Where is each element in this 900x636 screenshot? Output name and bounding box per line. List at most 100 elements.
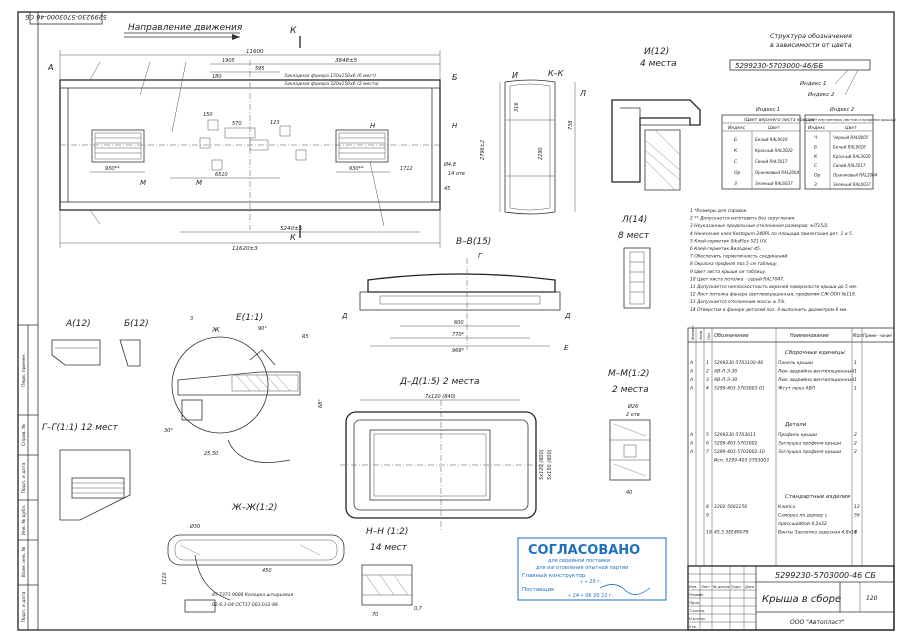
title-role: Пров. <box>689 600 700 605</box>
note-line: 9 Цвет листа крыши см таблицу. <box>690 269 766 275</box>
specification-table <box>687 327 895 567</box>
note-line: 6 Клей-герметик Вилодекс-45. <box>690 246 761 252</box>
mark-m-1: М <box>140 179 146 187</box>
note-plywood-1: Закладная фанера 150х150х6 (6 мест) <box>284 73 376 79</box>
label-vv: В–В(15) <box>456 237 491 247</box>
inner-frame <box>37 11 895 631</box>
strip-label-1: Перв. примен. <box>21 353 27 387</box>
spec-head-cell: Наименование <box>790 333 829 339</box>
spec-name: Профиль крыши <box>778 432 817 438</box>
spec-section-title: Стандартные изделия <box>785 494 851 500</box>
label-b12: Б(12) <box>124 319 149 329</box>
spec-pos: 4 <box>706 386 709 392</box>
t1-head-index: Индекс <box>728 125 746 131</box>
spec-head-cell: Обозначение <box>714 333 749 339</box>
label-a12: А(12) <box>65 319 91 329</box>
label-e11: Е(1:1) <box>236 313 263 323</box>
dim-1905: 1905 <box>222 58 235 64</box>
direction-arrow-icon <box>232 34 240 40</box>
nn-dim-07: 0,7 <box>414 606 423 612</box>
label-l14: Л(14) <box>621 215 647 225</box>
note-line: 11 Допускается неплоскостность верхней п… <box>690 284 857 290</box>
spec-pos: 2 <box>706 369 709 375</box>
title-col: Подп. <box>731 585 742 589</box>
vv-dim-770: 770* <box>452 332 465 338</box>
legend-title: Структура обозначения <box>770 32 852 40</box>
spec-qty: 2 <box>854 441 857 447</box>
spec-designation: 5299230-5703100-46 <box>714 360 763 366</box>
vv-dim-600: 600 <box>454 320 464 326</box>
t1-title: (Цвет верхнего листа крыши) <box>744 117 815 123</box>
label-dd: Д–Д(1:5) 2 места <box>399 377 480 387</box>
note-line: 1 *Размеры для справок. <box>690 208 748 214</box>
stamp-signature <box>599 584 651 595</box>
dim-half: 3848±5 <box>335 58 358 64</box>
t2-row-index: Ор <box>814 173 821 179</box>
t2-caption: Индекс 2 <box>830 107 854 113</box>
spec-designation: 5299-403-5703002 <box>714 441 757 447</box>
dim-1712: 1712 <box>400 166 413 172</box>
zh-dim-450: 450 <box>262 568 272 574</box>
title-role: Н.контр. <box>689 616 706 621</box>
t1-caption: Индекс 1 <box>756 107 780 113</box>
note-line: 7 Обеспечить герметичность соединений. <box>690 254 789 260</box>
mm-dim-holes: 2 отв <box>626 412 640 418</box>
dim-5240: 5240±5 <box>280 226 303 232</box>
nn-dim-70: 70 <box>372 612 378 618</box>
spec-qty: 4 <box>854 530 857 536</box>
t2-head-index: Индекс <box>808 125 826 131</box>
mark-g: Г <box>478 252 483 260</box>
spec-name: Люк аварийно-вентиляционный <box>777 377 854 383</box>
label-l14-count: 8 мест <box>618 231 650 241</box>
plate-1 <box>224 127 256 139</box>
stamp-title: СОГЛАСОВАНО <box>528 543 640 558</box>
dim-total-bottom: 11620±3 <box>232 246 258 252</box>
spec-designation: 5299-403-5703003-01 <box>714 386 765 392</box>
spec-format: А <box>689 360 693 366</box>
spec-qty: 1 <box>854 360 857 366</box>
details-ab <box>51 339 141 367</box>
spec-name: Заглушка профиля крыши <box>778 449 841 455</box>
dd-dim-right-2: 5х150 (600) <box>547 449 553 480</box>
spec-designation: 3302-5602156 <box>714 504 747 510</box>
dim-hole-dia: Ø4,8 <box>443 161 456 168</box>
spec-qty: 56 <box>854 513 860 519</box>
spec-head-cell: Зона <box>699 331 703 340</box>
label-i12-count: 4 места <box>640 59 677 69</box>
spec-pos: 8 <box>706 504 709 510</box>
vv-dim-966: 966* <box>452 348 465 354</box>
legend-index2: Индекс 2 <box>808 92 835 98</box>
mark-l: Л <box>579 89 586 98</box>
mark-zh-1: Ж <box>211 326 220 334</box>
t1-row-index: З <box>734 181 737 187</box>
e-dim-2550: 25,50 <box>204 451 218 457</box>
stamp-line1: для серийной поставки <box>548 557 610 564</box>
title-role: Утв. <box>689 624 697 629</box>
spec-pos: 5 <box>706 432 709 438</box>
dim-930-left: 930** <box>105 166 120 172</box>
spec-name: Винты Заклепка зарезная 4,8х18 <box>778 530 857 536</box>
title-role: Разраб. <box>689 592 704 597</box>
label-gg: Г–Г(1:1) 12 мест <box>42 423 118 433</box>
spec-name: Саморез по дереву с <box>778 513 828 519</box>
detail-i12 <box>611 99 701 191</box>
e-dim-68: 68° <box>318 399 324 408</box>
note-line: 12 Лист потолка фанера светлоокрашенная,… <box>690 292 856 298</box>
detail-e11 <box>171 336 301 463</box>
mark-d-2: Д <box>564 312 571 320</box>
t1-row-color: Оранжевый RAL2004 <box>755 170 800 175</box>
legend-subtitle: в зависимости от цвета <box>770 41 852 49</box>
spec-section-title: Сборочные единицы <box>785 350 845 356</box>
spec-qty: 12 <box>854 504 860 510</box>
spec-designation: Исп. 5299-403-5703003 <box>714 458 769 464</box>
legend-index1: Индекс 1 <box>800 81 827 87</box>
note-plywood-2: Закладная фанера 320х150х6 (2 места) <box>284 81 379 87</box>
t2-head-color: Цвет <box>845 125 857 131</box>
t2-row-index: Ч <box>814 135 817 141</box>
label-nn: Н–Н (1:2) <box>366 527 408 537</box>
hatch-left <box>91 129 145 163</box>
strip-label-4: Инв. № дубл. <box>21 505 27 536</box>
spec-format: А <box>689 449 693 455</box>
